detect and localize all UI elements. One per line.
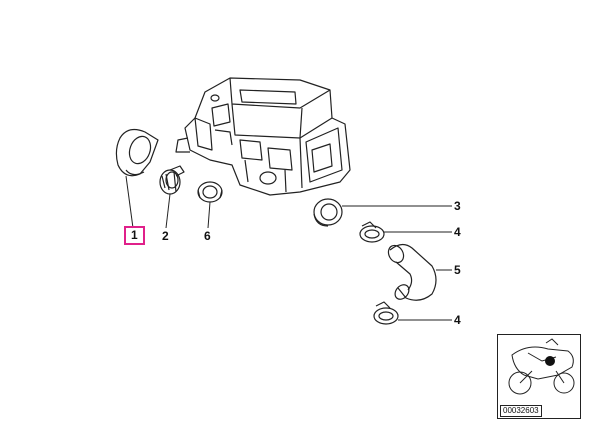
elbow-hose-part-5 <box>387 243 437 301</box>
sleeve-part-6 <box>197 181 223 203</box>
callout-part-2[interactable]: 2 <box>162 229 169 243</box>
air-box-housing <box>175 77 351 196</box>
motorcycle-silhouette-icon <box>508 338 575 395</box>
clamp-part-4-upper <box>359 221 385 243</box>
callout-part-4-lower[interactable]: 4 <box>454 313 461 327</box>
diagram-id-label: 00032603 <box>500 405 542 417</box>
callout-part-3[interactable]: 3 <box>454 199 461 213</box>
callout-part-5[interactable]: 5 <box>454 263 461 277</box>
leader-lines <box>125 175 452 321</box>
clamp-part-4-lower <box>373 301 399 325</box>
motorcycle-location-inset: 00032603 <box>497 334 581 419</box>
ring-part-3 <box>313 198 343 227</box>
callout-part-1[interactable]: 1 <box>124 226 145 245</box>
hose-clamp-part-2 <box>159 165 185 195</box>
callout-part-6[interactable]: 6 <box>204 229 211 243</box>
intake-boot-part-1 <box>115 128 159 177</box>
callout-part-4-upper[interactable]: 4 <box>454 225 461 239</box>
location-marker-icon <box>545 356 555 366</box>
